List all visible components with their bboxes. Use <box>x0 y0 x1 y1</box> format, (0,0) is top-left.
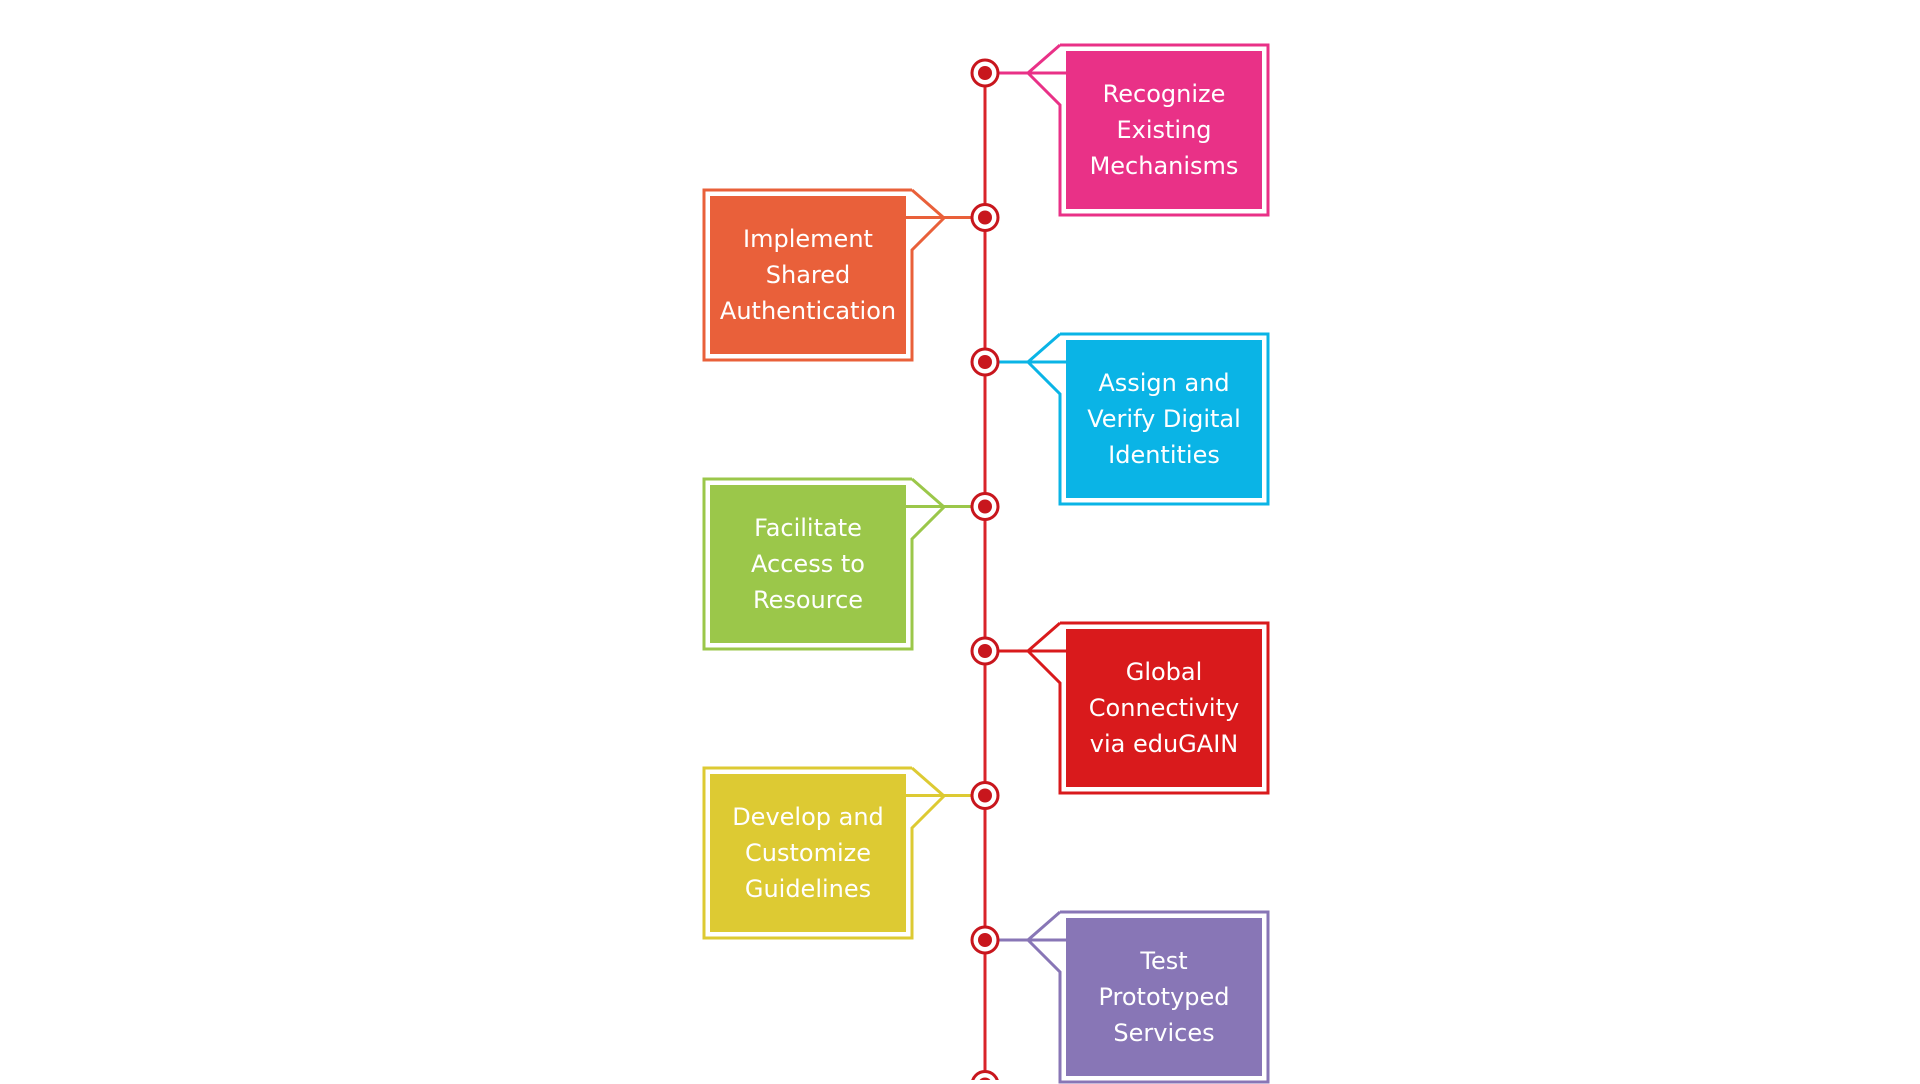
timeline-marker-2 <box>970 203 1000 232</box>
step-label: Recognize Existing Mechanisms <box>1089 80 1239 180</box>
step-label: Assign and Verify Digital Identities <box>1087 369 1241 469</box>
timeline-marker-6 <box>970 781 1000 810</box>
step-card-7: Test Prototyped Services <box>1025 910 1270 1084</box>
timeline-marker-4 <box>970 492 1000 521</box>
timeline-marker-3 <box>970 347 1000 377</box>
timeline-marker-5 <box>970 636 1000 666</box>
step-card-outline <box>1025 621 1270 795</box>
timeline-marker-7 <box>970 925 1000 955</box>
step-card-outline <box>1025 332 1270 506</box>
step-label: Test Prototyped Services <box>1098 947 1230 1047</box>
step-card-5: Global Connectivity via eduGAIN <box>1025 621 1270 795</box>
step-card-outline <box>1025 43 1270 217</box>
step-label: Facilitate Access to Resource <box>751 513 865 614</box>
step-label: Implement Shared Authentication <box>719 224 897 325</box>
timeline-marker-1 <box>970 58 1000 88</box>
step-card-outline <box>1025 910 1270 1084</box>
step-card-outline <box>702 188 947 361</box>
step-card-2: Implement Shared Authentication <box>702 188 947 362</box>
step-card-6: Develop and Customize Guidelines <box>702 766 947 940</box>
step-card-outline <box>702 766 947 939</box>
step-card-outline <box>702 477 947 650</box>
step-card-4: Facilitate Access to Resource <box>702 477 947 651</box>
step-card-1: Recognize Existing Mechanisms <box>1025 43 1270 217</box>
step-label: Develop and Customize Guidelines <box>732 802 884 903</box>
timeline-marker-8 <box>971 1070 999 1080</box>
step-card-3: Assign and Verify Digital Identities <box>1025 332 1270 506</box>
step-label: Global Connectivity via eduGAIN <box>1088 658 1240 758</box>
